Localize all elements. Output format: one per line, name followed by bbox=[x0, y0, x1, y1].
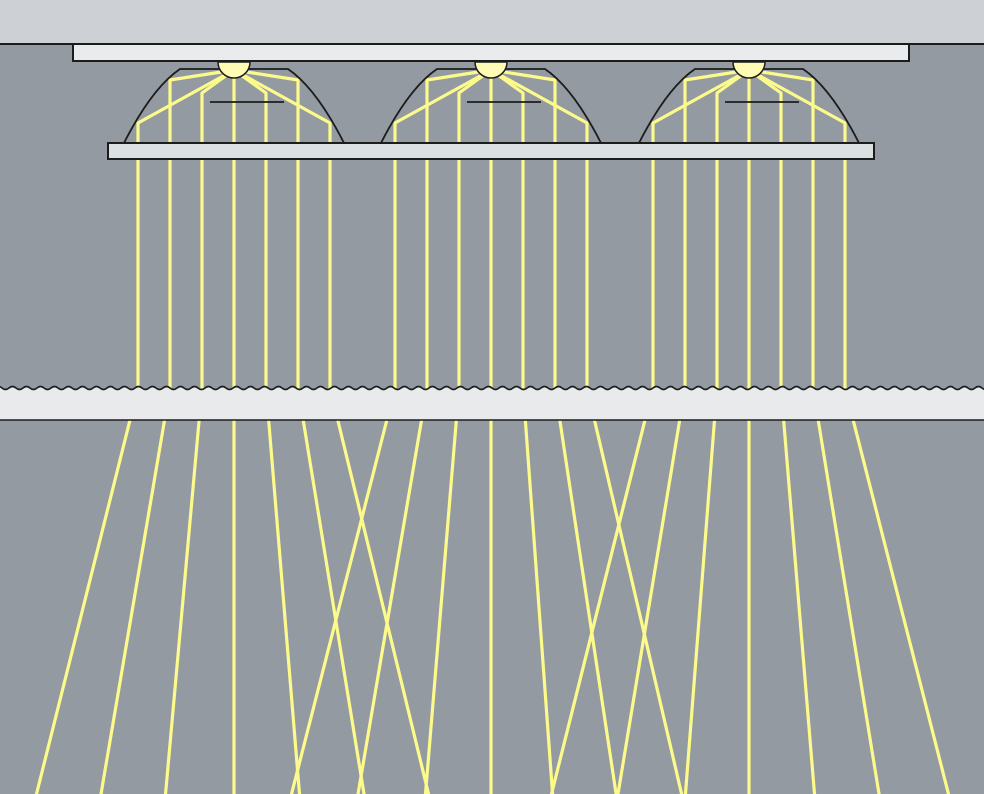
light-ray bbox=[490, 68, 555, 794]
light-ray bbox=[616, 68, 750, 794]
lens-plate bbox=[107, 142, 875, 160]
light-fixture-3 bbox=[638, 61, 860, 144]
light-ray bbox=[549, 68, 750, 794]
light-ray bbox=[289, 68, 492, 794]
led-emitter bbox=[217, 61, 251, 79]
light-fixture-1 bbox=[123, 61, 345, 144]
light-ray bbox=[34, 68, 235, 794]
diffuser-sheet bbox=[0, 385, 984, 421]
light-ray bbox=[423, 68, 492, 794]
light-ray bbox=[490, 68, 684, 794]
light-ray bbox=[683, 68, 750, 794]
light-ray bbox=[356, 68, 492, 794]
light-ray bbox=[233, 68, 302, 794]
light-ray bbox=[233, 68, 431, 794]
light-ray bbox=[163, 68, 235, 794]
light-fixture-2 bbox=[380, 61, 602, 144]
light-ray bbox=[490, 68, 618, 794]
fixture-structure bbox=[0, 0, 984, 421]
light-ray bbox=[748, 68, 817, 794]
led-emitter bbox=[732, 61, 766, 79]
ceiling bbox=[0, 0, 984, 45]
light-ray bbox=[748, 68, 951, 794]
light-ray bbox=[748, 68, 881, 794]
mounting-plate bbox=[72, 43, 910, 62]
light-ray bbox=[233, 68, 366, 794]
light-rays bbox=[34, 68, 951, 794]
led-emitter bbox=[474, 61, 508, 79]
light-ray bbox=[99, 68, 235, 794]
